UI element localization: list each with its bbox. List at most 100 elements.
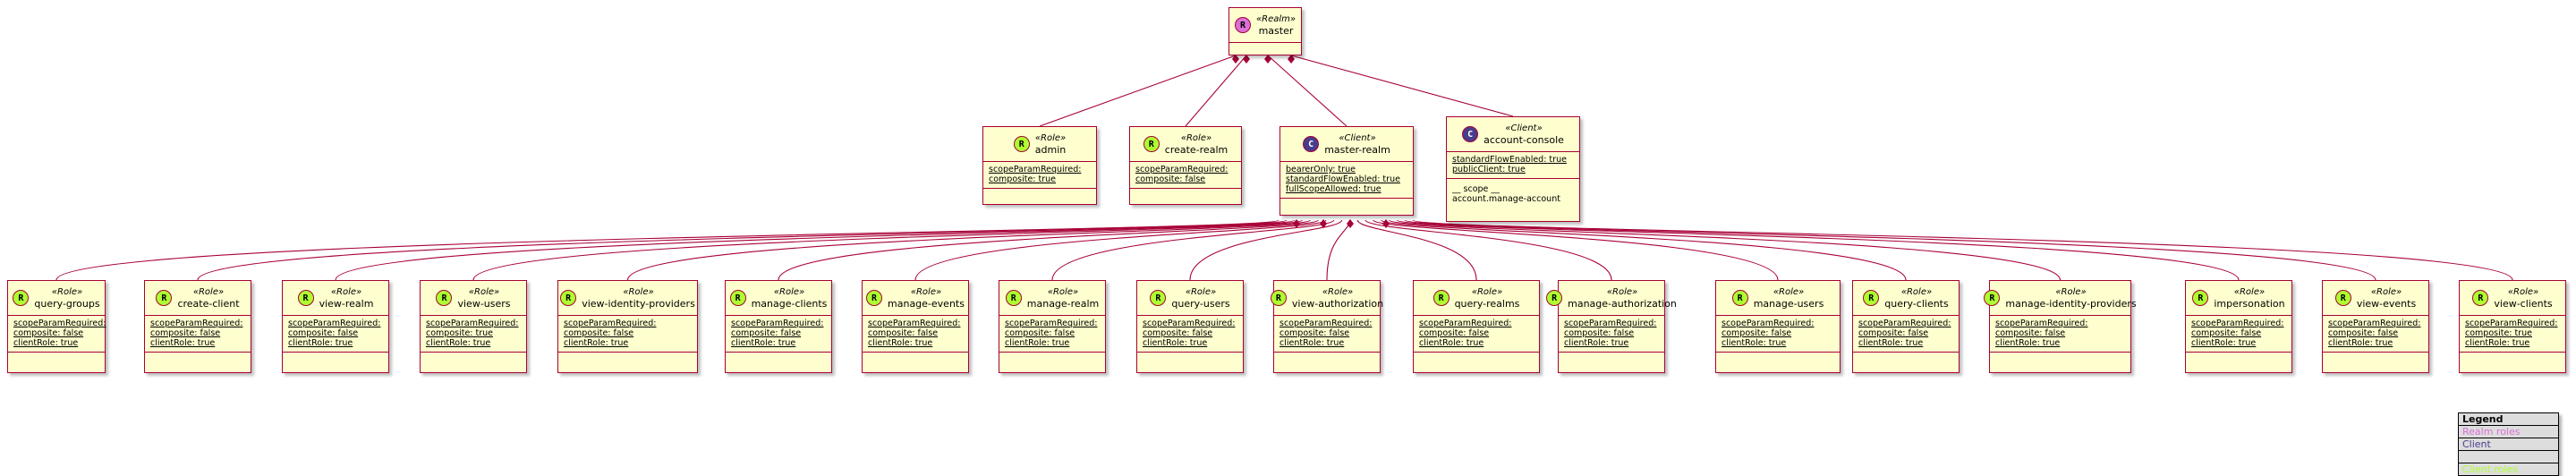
relationship-line	[1290, 55, 1514, 117]
node-name: view-clients	[2494, 298, 2553, 310]
legend: Legend Realm roles Client Client roles	[2458, 412, 2559, 476]
node-name: view-events	[2356, 298, 2417, 310]
node-name: view-users	[457, 298, 511, 310]
attribute: bearerOnly: true	[1286, 165, 1356, 174]
attribute: composite: false	[1722, 328, 1792, 338]
node-name: create-realm	[1164, 144, 1228, 156]
stereotype-label: «Role»	[1185, 287, 1217, 297]
stereotype-label: «Role»	[1900, 287, 1933, 297]
attribute: composite: false	[1995, 328, 2066, 338]
stereotype-label: «Client»	[1505, 123, 1543, 133]
role-node-manage-authorization[interactable]: R«Role»manage-authorization scopeParamReq…	[1546, 280, 1677, 373]
attribute: scopeParamRequired:	[564, 319, 657, 328]
attribute: publicClient: true	[1452, 165, 1526, 174]
realm-node-master[interactable]: R«Realm»master	[1228, 7, 1302, 55]
attribute: scopeParamRequired:	[1564, 319, 1657, 328]
node-name: view-realm	[319, 298, 374, 310]
attribute: clientRole: true	[731, 338, 796, 348]
role-icon: R	[1863, 290, 1880, 306]
node-name: create-client	[177, 298, 240, 310]
role-icon: R	[2334, 290, 2351, 306]
relationship-line	[1185, 55, 1247, 127]
attribute: composite: true	[2465, 328, 2533, 338]
attribute: scopeParamRequired:	[1858, 319, 1951, 328]
relationship-line	[1396, 219, 2240, 281]
node-header: R «Role»view-users	[421, 281, 526, 316]
client-icon: C	[1462, 126, 1479, 142]
relationship-line	[335, 219, 1296, 281]
attribute: clientRole: true	[1722, 338, 1787, 348]
attribute: composite: false	[1005, 328, 1075, 338]
attribute: composite: true	[426, 328, 494, 338]
relationship-line	[1189, 219, 1343, 281]
node-header: C«Client»account-console	[1447, 117, 1579, 152]
realm-icon: R	[1234, 17, 1251, 33]
relationship-line	[626, 219, 1311, 281]
stereotype-label: «Role»	[468, 287, 500, 297]
node-header: R«Role»create-realm	[1130, 127, 1241, 162]
node-header: R«Role»view-events	[2323, 281, 2428, 316]
node-name: manage-realm	[1026, 298, 1100, 310]
role-icon: R	[729, 290, 746, 306]
attribute: clientRole: true	[2191, 338, 2257, 348]
role-icon: R	[866, 290, 883, 306]
attribute: clientRole: true	[1858, 338, 1924, 348]
scope-item: account.manage-account	[1452, 194, 1560, 204]
attribute: clientRole: true	[868, 338, 933, 348]
stereotype-label: «Role»	[330, 287, 362, 297]
stereotype-label: «Role»	[1322, 287, 1354, 297]
attribute: clientRole: true	[13, 338, 79, 348]
attribute-list: scopeParamRequired:composite: false	[1130, 162, 1241, 188]
role-icon: R	[436, 290, 453, 306]
attribute: clientRole: true	[2328, 338, 2393, 348]
attribute-list	[1229, 43, 1301, 49]
attribute: scopeParamRequired:	[1279, 319, 1373, 328]
node-header: R«Role»manage-authorization	[1546, 281, 1677, 316]
attribute: composite: false	[2328, 328, 2399, 338]
attribute: clientRole: true	[150, 338, 216, 348]
attribute: scopeParamRequired:	[1995, 319, 2088, 328]
attribute: clientRole: true	[426, 338, 491, 348]
attribute: composite: false	[1143, 328, 1213, 338]
attribute: scopeParamRequired:	[2191, 319, 2284, 328]
stereotype-label: «Role»	[1047, 287, 1079, 297]
role-icon: R	[1984, 290, 2001, 306]
node-name: view-identity-providers	[582, 298, 695, 310]
attribute: scopeParamRequired:	[1419, 319, 1512, 328]
node-header: R«Realm»master	[1229, 8, 1301, 43]
role-icon: R	[1433, 290, 1450, 306]
relationship-line	[1373, 219, 1779, 281]
node-header: R«Role»query-realms	[1414, 281, 1539, 316]
relationship-line	[55, 219, 1279, 281]
attribute: composite: false	[1279, 328, 1350, 338]
attribute: scopeParamRequired:	[1135, 165, 1228, 174]
legend-title: Legend	[2459, 413, 2558, 426]
